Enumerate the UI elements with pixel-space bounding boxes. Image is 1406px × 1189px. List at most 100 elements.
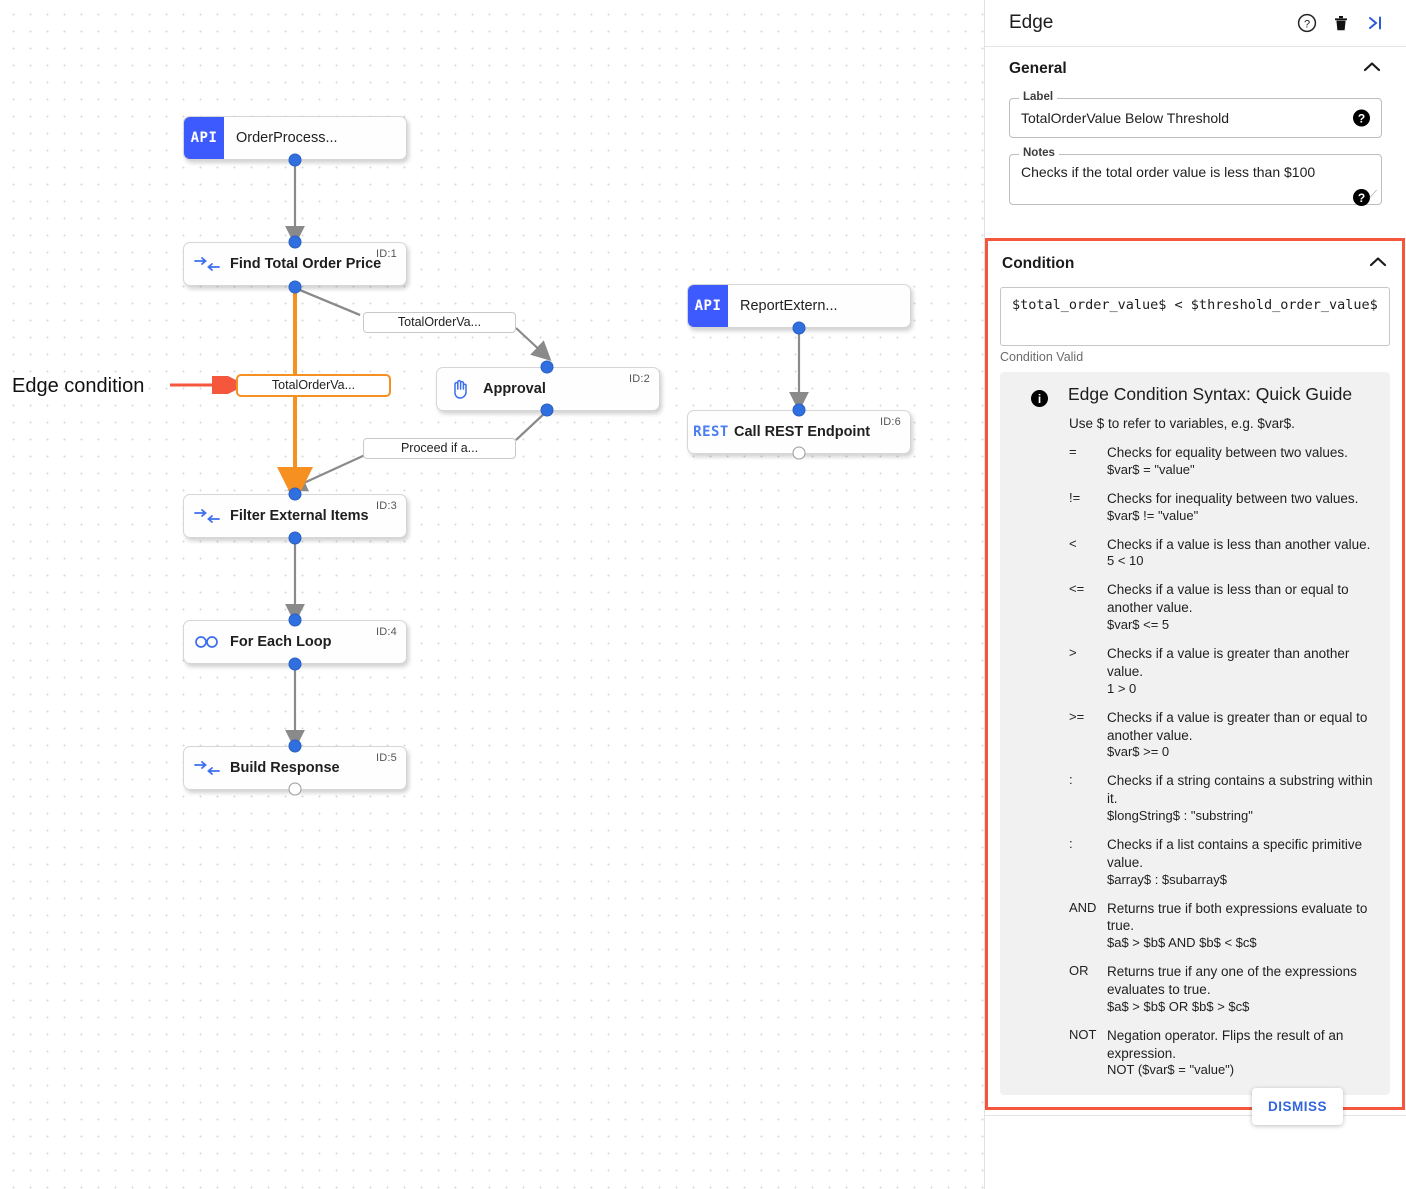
resize-handle[interactable]: ⟋ <box>1369 189 1377 201</box>
node-id-tag: ID:3 <box>376 500 397 512</box>
general-section-title: General <box>1009 60 1067 77</box>
guide-subtitle: Use $ to refer to variables, e.g. $var$. <box>1069 416 1295 431</box>
node-title: OrderProcess... <box>236 130 338 146</box>
condition-section-title: Condition <box>1002 255 1075 272</box>
annotation-arrow-icon <box>170 376 246 394</box>
guide-operator-symbol: != <box>1069 489 1081 505</box>
node-id-tag: ID:5 <box>376 752 397 764</box>
panel-title: Edge <box>1009 12 1054 33</box>
guide-operator-description: Checks if a value is greater than anothe… <box>1107 646 1350 679</box>
label-field[interactable]: Label TotalOrderValue Below Threshold ? <box>1009 91 1382 138</box>
edge-label-proceed[interactable]: Proceed if a... <box>363 438 516 459</box>
node-input-port[interactable] <box>288 739 302 753</box>
label-help-icon[interactable]: ? <box>1353 109 1370 127</box>
condition-section-header[interactable]: Condition <box>988 241 1402 287</box>
guide-operator-example: $longString$ : "substring" <box>1107 807 1253 823</box>
node-id-tag: ID:1 <box>376 248 397 260</box>
notes-field-value[interactable]: Checks if the total order value is less … <box>1021 164 1316 180</box>
notes-field-label: Notes <box>1019 147 1059 159</box>
dismiss-button[interactable]: DISMISS <box>1251 1088 1343 1125</box>
guide-operator-row: <=Checks if a value is less than or equa… <box>1069 581 1376 632</box>
label-field-value[interactable]: TotalOrderValue Below Threshold <box>1021 110 1230 126</box>
api-badge-icon: API <box>184 117 224 159</box>
edge-label-to-approval[interactable]: TotalOrderVa... <box>363 312 516 333</box>
node-orderprocess[interactable]: API OrderProcess... <box>183 116 407 160</box>
api-badge-icon: API <box>688 285 728 327</box>
guide-operator-example: $array$ : $subarray$ <box>1107 871 1227 887</box>
guide-title: Edge Condition Syntax: Quick Guide <box>1068 384 1353 404</box>
node-input-port[interactable] <box>288 235 302 249</box>
node-title: ReportExtern... <box>740 298 838 314</box>
guide-operator-row: :Checks if a string contains a substring… <box>1069 772 1376 823</box>
workflow-canvas[interactable]: API OrderProcess... Find Total Order Pri… <box>0 0 984 1189</box>
panel-header: Edge ? <box>985 0 1406 47</box>
edge-connections <box>277 160 809 750</box>
rest-icon: REST <box>693 424 729 440</box>
guide-operator-description: Checks if a value is greater than or equ… <box>1107 709 1368 743</box>
notes-help-icon[interactable]: ? <box>1353 189 1370 206</box>
general-section-header[interactable]: General <box>999 47 1392 91</box>
node-find-total-order-price[interactable]: Find Total Order Price ID:1 <box>183 242 407 286</box>
general-section: General Label TotalOrderValue Below Thre… <box>985 47 1406 206</box>
annotation-edge-condition: Edge condition <box>12 375 145 397</box>
infinity-icon <box>184 634 230 650</box>
delete-icon[interactable] <box>1324 6 1358 40</box>
guide-operator-example: $a$ > $b$ OR $b$ > $c$ <box>1107 998 1250 1014</box>
label-field-label: Label <box>1019 91 1058 103</box>
node-title: Approval <box>483 381 546 397</box>
node-output-port[interactable] <box>288 531 302 545</box>
guide-operator-example: $a$ > $b$ AND $b$ < $c$ <box>1107 935 1257 951</box>
guide-operator-row: NOT Negation operator. Flips the result o… <box>1069 1027 1376 1078</box>
node-id-tag: ID:6 <box>880 416 901 428</box>
guide-operator-description: Negation operator. Flips the result of a… <box>1107 1027 1344 1061</box>
guide-operator-symbol: = <box>1069 444 1077 459</box>
node-output-port[interactable] <box>288 153 302 167</box>
guide-operator-list: = Checks for equality between two values.… <box>1014 444 1376 1077</box>
guide-operator-description: Checks for equality between two values. <box>1107 445 1348 460</box>
hand-icon <box>437 378 483 400</box>
help-icon[interactable]: ? <box>1290 6 1324 40</box>
guide-operator-row: !=Checks for inequality between two valu… <box>1069 490 1376 523</box>
notes-field[interactable]: Notes Checks if the total order value is… <box>1009 147 1382 206</box>
node-output-port[interactable] <box>792 446 806 460</box>
guide-operator-row: > Checks if a value is greater than anoth… <box>1069 645 1376 696</box>
node-title: Call REST Endpoint <box>734 424 871 440</box>
node-title: For Each Loop <box>230 634 332 650</box>
chevron-up-icon[interactable] <box>1362 60 1382 79</box>
node-title: Find Total Order Price <box>230 256 382 272</box>
collapse-panel-icon[interactable] <box>1358 6 1392 40</box>
edge-label-selected[interactable]: TotalOrderVa... <box>236 374 391 397</box>
guide-operator-symbol: NOT <box>1069 1026 1097 1042</box>
guide-operator-example: $var$ = "value" <box>1107 461 1195 477</box>
node-reportextern[interactable]: API ReportExtern... <box>687 284 911 328</box>
node-for-each-loop[interactable]: For Each Loop ID:4 <box>183 620 407 664</box>
guide-operator-symbol: > <box>1069 645 1077 661</box>
guide-operator-description: Returns true if both expressions evaluat… <box>1107 900 1368 934</box>
condition-expression-input[interactable]: $total_order_value$ < $threshold_order_v… <box>1000 287 1390 346</box>
node-output-port[interactable] <box>288 280 302 294</box>
panel-footer: DISMISS <box>985 1088 1406 1189</box>
guide-operator-symbol: OR <box>1069 963 1089 979</box>
transform-icon <box>184 508 230 524</box>
guide-operator-example: 5 < 10 <box>1107 553 1144 569</box>
condition-section-highlight: Condition $total_order_value$ < $thresho… <box>985 238 1405 1110</box>
node-input-port[interactable] <box>288 613 302 627</box>
guide-operator-description: Checks if a value is less than another v… <box>1107 536 1371 552</box>
condition-validity-status: Condition Valid <box>1000 350 1084 364</box>
guide-operator-row: AND Returns true if both expressions eval… <box>1069 900 1376 951</box>
node-input-port[interactable] <box>288 487 302 501</box>
transform-icon <box>184 256 230 272</box>
node-output-port[interactable] <box>288 782 302 796</box>
guide-operator-symbol: AND <box>1069 899 1097 915</box>
node-input-port[interactable] <box>792 403 806 417</box>
node-input-port[interactable] <box>540 360 554 374</box>
node-output-port[interactable] <box>792 321 806 335</box>
edge-properties-panel: Edge ? General Label TotalOrderV <box>984 0 1406 1189</box>
chevron-up-icon[interactable] <box>1368 255 1388 274</box>
node-output-port[interactable] <box>540 403 554 417</box>
guide-operator-symbol: >= <box>1069 708 1085 724</box>
node-output-port[interactable] <box>288 657 302 671</box>
condition-syntax-guide: i Edge Condition Syntax: Quick Guide Use… <box>1000 372 1390 1096</box>
guide-operator-symbol: < <box>1069 535 1077 551</box>
